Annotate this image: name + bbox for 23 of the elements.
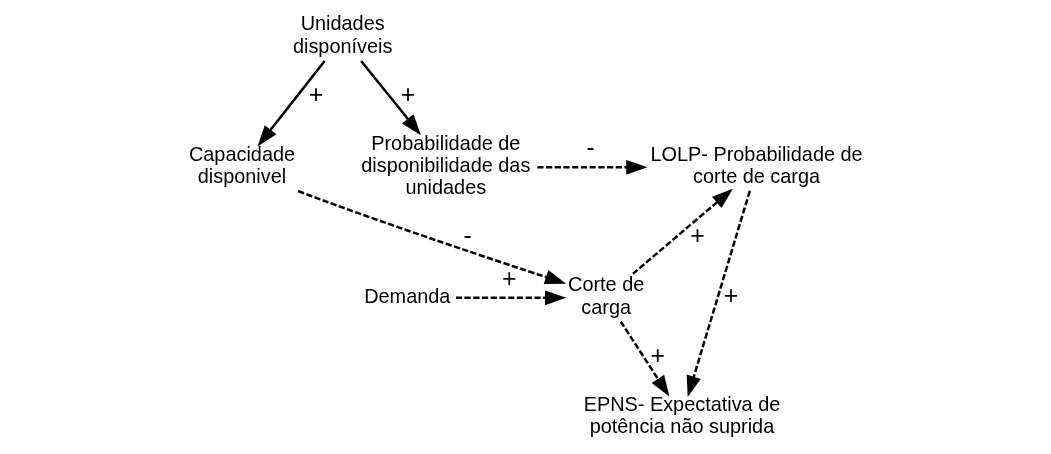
edge-label: + bbox=[689, 222, 705, 250]
node-text: Corte de carga bbox=[567, 273, 644, 318]
node-text: Unidades disponíveis bbox=[292, 12, 392, 57]
edge-label: + bbox=[308, 80, 323, 108]
edge-label: + bbox=[400, 80, 415, 108]
arrow bbox=[536, 159, 647, 175]
edge-label: + bbox=[501, 264, 516, 292]
node-text: Capacidade disponivel bbox=[188, 142, 295, 188]
arrow bbox=[455, 290, 566, 306]
arrow bbox=[619, 320, 669, 397]
node-text: EPNS- Expectativa de potência não suprida bbox=[583, 392, 780, 438]
node-text: Demanda bbox=[363, 284, 450, 307]
arrow bbox=[686, 190, 751, 398]
edge-label: + bbox=[649, 341, 665, 369]
edge-label: - bbox=[585, 134, 595, 162]
arrow bbox=[359, 60, 421, 136]
node-text: Probabilidade de disponibilidade das unidades bbox=[360, 131, 530, 199]
edge-label: - bbox=[462, 222, 472, 250]
node-text: LOLP- Probabilidade de corte de carga bbox=[649, 142, 863, 188]
arrow bbox=[257, 60, 326, 147]
edge-label: + bbox=[723, 282, 738, 310]
arrow bbox=[297, 189, 566, 285]
arrow bbox=[631, 188, 733, 275]
